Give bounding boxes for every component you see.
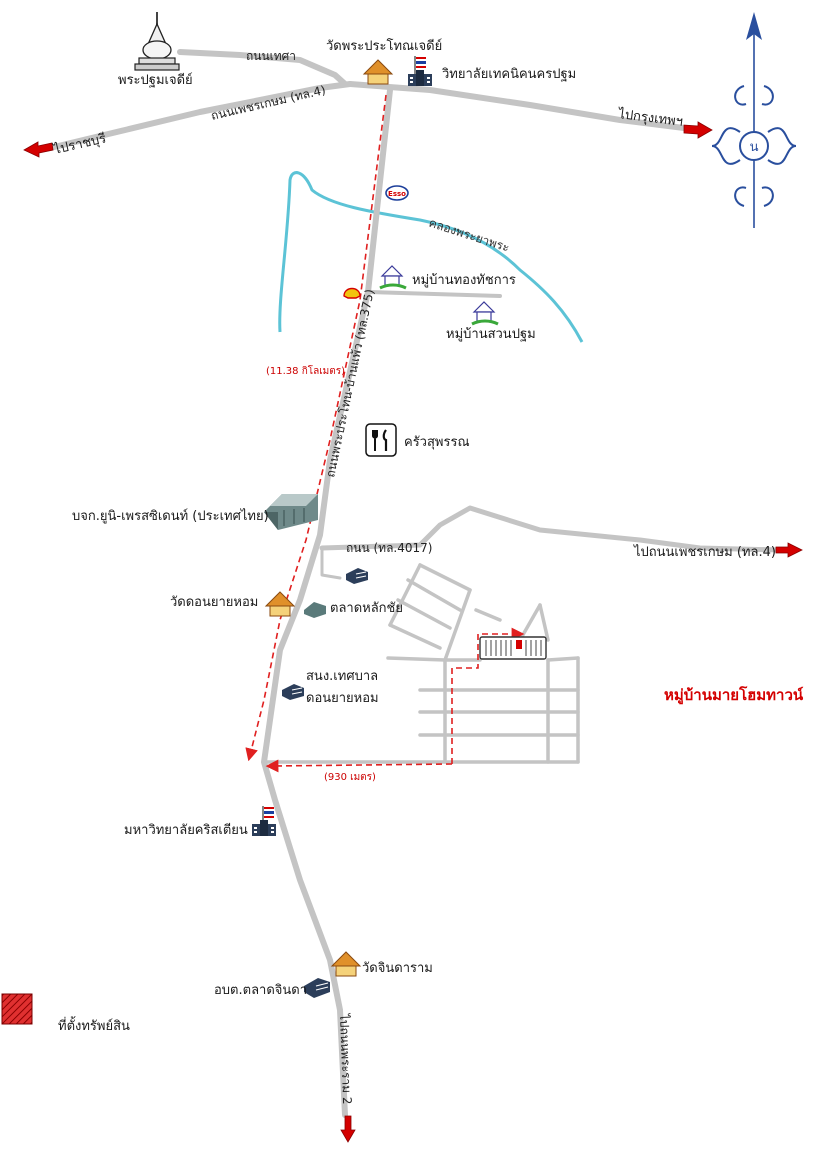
red-arrow-icon — [775, 542, 803, 558]
building-icon — [252, 820, 276, 836]
house-icon — [379, 265, 407, 290]
red-arrow-icon — [683, 121, 713, 139]
road-phetkasem-west — [47, 81, 353, 151]
house-icon — [471, 301, 499, 326]
canal — [278, 171, 584, 343]
label-road-4017: ถนน (ทล.4017) — [346, 541, 432, 555]
temple-icon — [362, 59, 394, 85]
svg-text:Esso: Esso — [388, 190, 406, 198]
label-phra-pathom-chedi: พระปฐมเจดีย์ — [118, 72, 193, 88]
label-restaurant: ครัวสุพรรณ — [404, 435, 470, 450]
building-icon — [304, 602, 326, 618]
road-phetkasem-east — [347, 81, 703, 133]
red-arrow-icon — [340, 1115, 356, 1143]
building-icon — [346, 568, 368, 584]
label-thanon-thetsa: ถนนเทศา — [246, 49, 296, 63]
compass-letter: น — [750, 140, 759, 155]
label-to-phetkasem: ไปถนนเพชรเกษม (ทล.4) — [633, 544, 776, 560]
label-village-suanpathom: หมู่บ้านสวนปฐม — [446, 327, 536, 342]
label-municipal-office-2: ดอนยายหอม — [306, 691, 379, 706]
label-canal: คลองพระยาพระ — [427, 216, 511, 255]
esso-logo-icon: Esso — [385, 185, 409, 201]
building-icon — [304, 978, 330, 998]
label-to-bangkok: ไปกรุงเทพฯ — [617, 106, 684, 130]
label-tech-college: วิทยาลัยเทคนิคนครปฐม — [441, 67, 576, 82]
legend-label: ที่ตั้งทรัพย์สิน — [58, 1016, 130, 1034]
label-christian-univ: มหาวิทยาลัยคริสเตียน — [124, 822, 248, 838]
label-wat-don-yai-hom: วัดดอนยายหอม — [170, 595, 258, 610]
route-path — [245, 94, 525, 773]
label-distance-main: (11.38 กิโลเมตร) — [266, 364, 345, 377]
label-uni-president: บจก.ยูนิ-เพรสซิเดนท์ (ประเทศไทย) — [72, 508, 269, 524]
label-village-thongthat: หมู่บ้านทองทัชการ — [412, 273, 516, 288]
fork-knife-icon — [365, 423, 397, 457]
road-network — [47, 49, 783, 1118]
stupa-icon — [134, 12, 180, 71]
label-village-name: หมู่บ้านมายโฮมทาวน์ — [664, 685, 804, 705]
local-streets — [262, 563, 580, 764]
road-4017 — [319, 505, 783, 553]
road-thetsa — [177, 49, 348, 87]
label-wat-chindaram: วัดจินดาราม — [362, 961, 433, 976]
label-phetkasem-road: ถนนเพชรเกษม (ทล.4) — [210, 83, 328, 123]
label-talad-lak-chai: ตลาดหลักชัย — [330, 601, 403, 616]
label-wat-phra-prathon: วัดพระประโทณเจดีย์ — [326, 38, 442, 54]
factory-icon — [264, 494, 318, 530]
label-to-rama2: ไปถนนพระราม 2 — [337, 1013, 354, 1105]
label-municipal-office-1: สนง.เทศบาล — [306, 669, 378, 684]
shell-logo-icon — [343, 287, 361, 299]
temple-icon — [330, 951, 362, 977]
label-distance-branch: (930 เมตร) — [324, 772, 376, 783]
label-obt-talad-chinda: อบต.ตลาดจินดา — [214, 983, 307, 998]
building-icon — [282, 684, 304, 700]
building-icon — [408, 70, 432, 86]
north-compass-icon: น — [711, 12, 797, 228]
legend-swatch — [1, 993, 33, 1025]
property-block — [479, 636, 547, 660]
red-arrow-icon — [23, 141, 54, 158]
temple-icon — [264, 591, 296, 617]
label-to-ratchaburi: ไปราชบุรี — [51, 130, 107, 158]
road-village-branch — [366, 290, 502, 298]
property-marker[interactable] — [516, 640, 522, 649]
